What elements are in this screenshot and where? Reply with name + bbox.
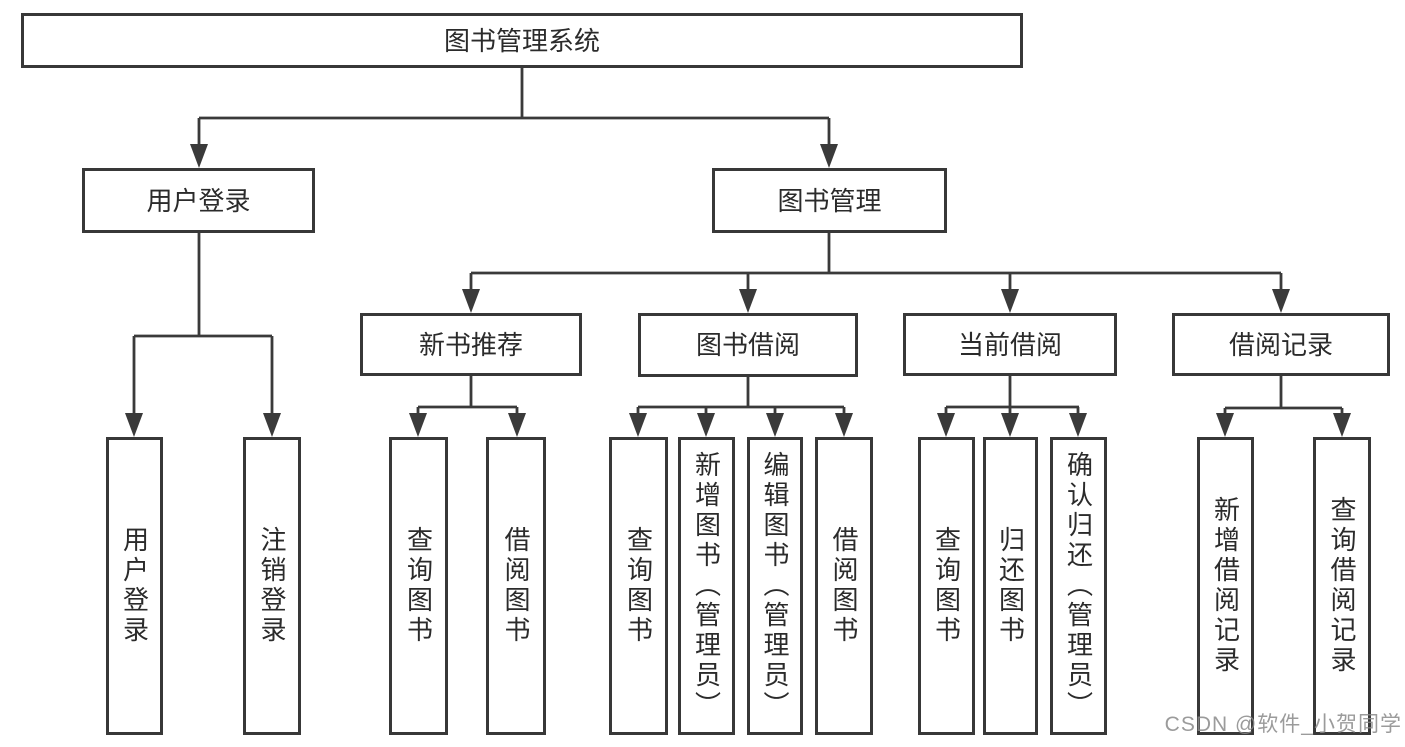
leaf-confirm-return-admin: 确认归还（管理员） [1050, 437, 1107, 735]
leaf-query-borrow-record: 查询借阅记录 [1313, 437, 1371, 735]
node-book-management: 图书管理 [712, 168, 947, 233]
leaf-add-book-admin: 新增图书（管理员） [678, 437, 735, 735]
node-new-book-recommend: 新书推荐 [360, 313, 582, 376]
leaf-label: 归还图书 [995, 526, 1026, 646]
leaf-label: 查询图书 [623, 526, 654, 646]
node-user-login: 用户登录 [82, 168, 315, 233]
leaf-label: 确认归还（管理员） [1063, 451, 1094, 721]
leaf-label: 编辑图书（管理员） [760, 451, 790, 721]
node-root: 图书管理系统 [21, 13, 1023, 68]
leaf-query-books-current: 查询图书 [918, 437, 975, 735]
leaf-label: 查询图书 [403, 526, 434, 646]
node-current-borrow: 当前借阅 [903, 313, 1117, 376]
leaf-edit-book-admin: 编辑图书（管理员） [747, 437, 803, 735]
leaf-label: 注销登录 [257, 526, 287, 646]
leaf-add-borrow-record: 新增借阅记录 [1197, 437, 1254, 735]
leaf-label: 查询借阅记录 [1327, 496, 1357, 676]
leaf-label: 新增图书（管理员） [691, 451, 722, 721]
leaf-query-books-recommend: 查询图书 [389, 437, 448, 735]
leaf-borrow-books-recommend: 借阅图书 [486, 437, 546, 735]
leaf-label: 借阅图书 [501, 526, 531, 646]
leaf-query-books-borrow: 查询图书 [609, 437, 668, 735]
leaf-borrow-books-borrow: 借阅图书 [815, 437, 873, 735]
leaf-label: 用户登录 [119, 526, 150, 646]
node-borrow-records: 借阅记录 [1172, 313, 1390, 376]
node-book-borrow: 图书借阅 [638, 313, 858, 377]
leaf-label: 新增借阅记录 [1210, 496, 1241, 676]
leaf-label: 借阅图书 [829, 526, 859, 646]
leaf-label: 查询图书 [931, 526, 962, 646]
csdn-watermark: CSDN @软件_小贺同学 [1164, 713, 1402, 736]
leaf-return-book: 归还图书 [983, 437, 1038, 735]
leaf-logout: 注销登录 [243, 437, 301, 735]
leaf-user-login: 用户登录 [106, 437, 163, 735]
